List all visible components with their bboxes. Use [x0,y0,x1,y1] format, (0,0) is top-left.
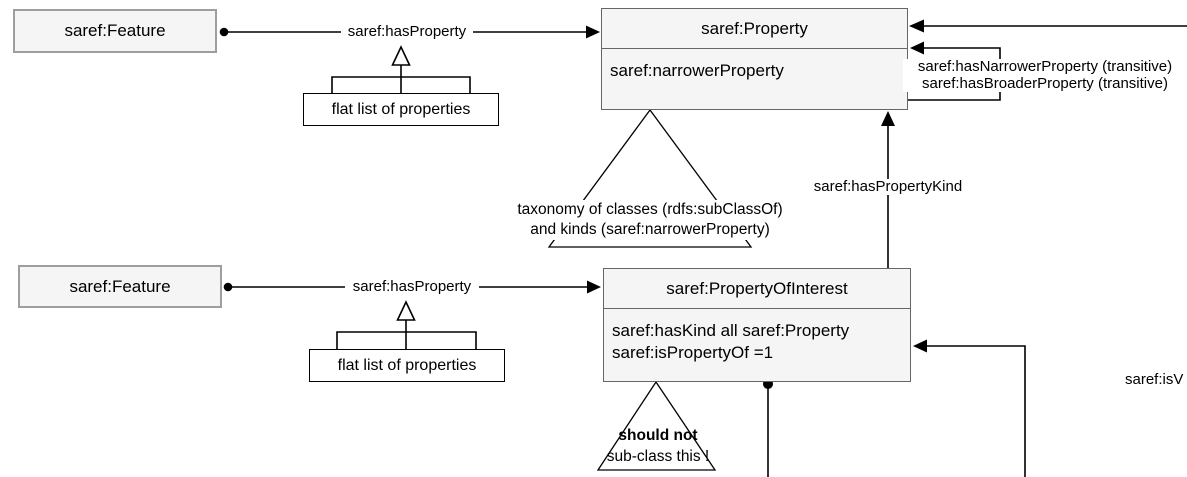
arrowhead-right-icon [587,280,601,294]
arrowhead-right-icon [586,25,600,39]
fork-bracket-line [331,76,471,93]
flat-list-label: flat list of properties [337,356,477,374]
warning-triangle [596,380,717,471]
class-label: saref:Feature [69,276,171,296]
hollow-triangle-up-icon [391,45,411,66]
flat-list-label: flat list of properties [331,100,471,118]
edge-label-has-narrower: saref:hasNarrowerProperty (transitive) [917,58,1173,75]
edge-label-has-property-bottom: saref:hasProperty [345,279,479,295]
edge-start-dot [223,282,233,292]
flat-list-bottom-box: flat list of properties [309,349,505,382]
class-feature-top: saref:Feature [13,9,217,53]
warning-note-line2: sub-class this ! [606,448,710,465]
edge-label-transitive-properties: saref:hasNarrowerProperty (transitive) s… [903,58,1187,92]
edge-label-has-broader: saref:hasBroaderProperty (transitive) [922,74,1168,92]
class-title: saref:PropertyOfInterest [604,269,910,309]
class-property: saref:Property saref:narrowerProperty [601,8,908,110]
arrowhead-left-icon [910,41,924,55]
class-attribute: saref:isPropertyOf =1 [612,343,774,362]
fork-bracket-line [336,331,477,349]
warning-note: should not sub-class this ! [587,425,729,467]
warning-note-line1: should not [618,427,698,444]
hollow-triangle-up-icon [396,300,416,321]
class-attributes: saref:hasKind all saref:Property saref:i… [604,309,910,364]
class-feature-bottom: saref:Feature [18,265,222,308]
arrowhead-left-icon [909,19,924,33]
class-attribute: saref:narrowerProperty [610,61,784,80]
taxonomy-note-line2: and kinds (saref:narrowerProperty) [530,221,770,238]
class-attribute: saref:hasKind all saref:Property [612,321,850,340]
class-label: saref:Feature [64,21,166,40]
taxonomy-note-line1: taxonomy of classes (rdfs:subClassOf) [517,201,783,218]
incoming-edge-right-line [927,345,1026,477]
arrowhead-up-icon [881,111,895,126]
arrowhead-left-icon [913,339,927,353]
edge-label-has-property-top: saref:hasProperty [341,24,473,40]
taxonomy-note: taxonomy of classes (rdfs:subClassOf) an… [496,200,804,240]
class-property-of-interest: saref:PropertyOfInterest saref:hasKind a… [603,268,911,382]
flat-list-top-box: flat list of properties [303,93,499,126]
edge-label-has-property-kind: saref:hasPropertyKind [804,179,972,195]
class-title: saref:Property [602,9,907,49]
edge-start-dot [219,27,229,37]
edge-label-is-v: saref:isV [1125,371,1184,388]
